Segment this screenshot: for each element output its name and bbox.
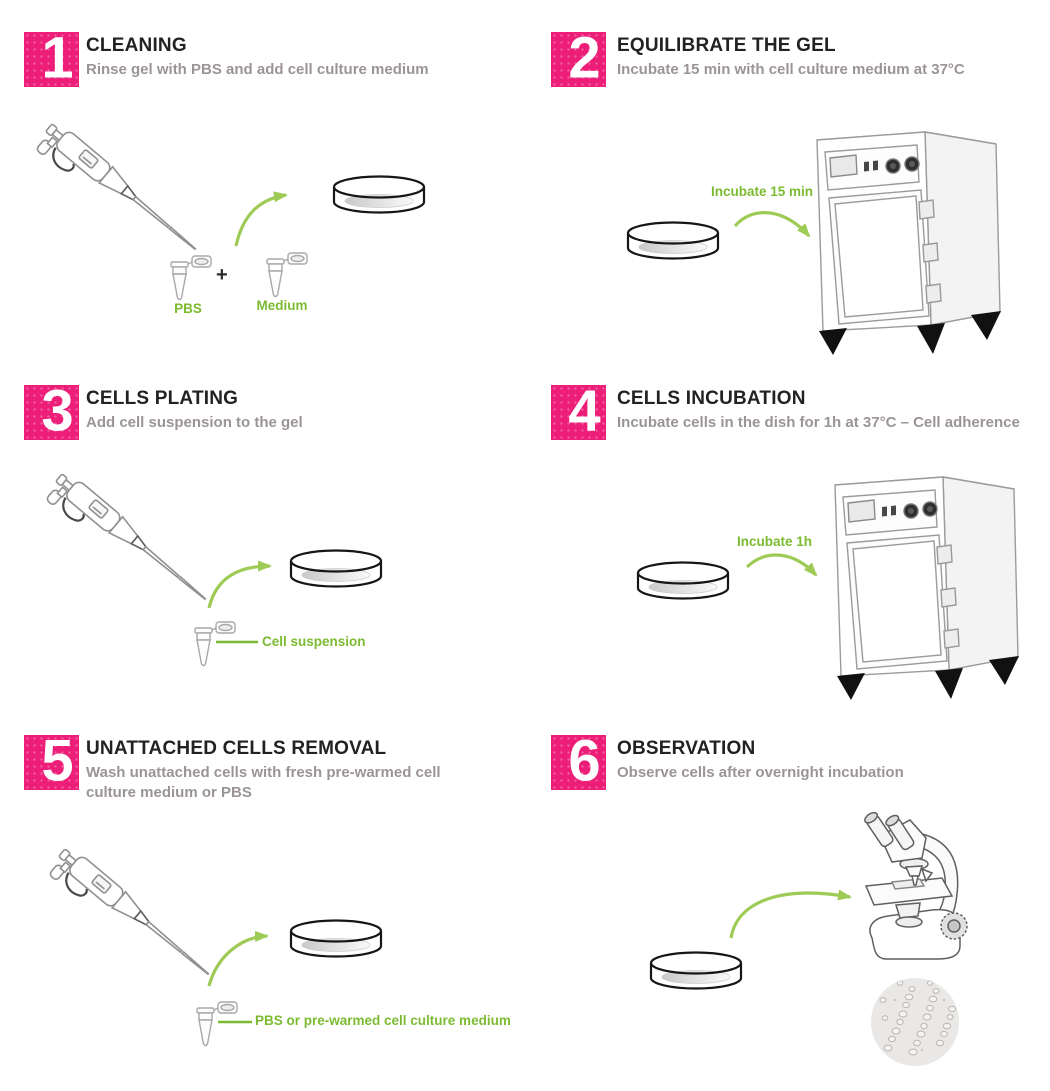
tube-label-wash: PBS or pre-warmed cell culture medium: [255, 1013, 511, 1028]
petri-dish-icon: [289, 919, 383, 958]
arrow-label-incubate-15: Incubate 15 min: [711, 184, 814, 199]
step-5-title: UNATTACHED CELLS REMOVAL: [86, 738, 387, 759]
step-3-number-badge: 3: [24, 377, 79, 443]
step-1-illustration: [20, 110, 426, 307]
step-2-subtitle: Incubate 15 min with cell culture medium…: [617, 61, 965, 78]
step-3-illustration: [29, 450, 383, 673]
petri-dish-icon: [289, 549, 383, 588]
step-5-illustration: [32, 820, 383, 1053]
cell-culture-photo: [871, 978, 959, 1066]
step-2-number-badge: 2: [551, 24, 606, 90]
step-number: 6: [568, 727, 601, 793]
step-5-subtitle: Wash unattached cells with fresh pre-war…: [86, 764, 441, 801]
step-6-title: OBSERVATION: [617, 738, 756, 759]
pipette-icon: [29, 450, 256, 645]
step-6-number-badge: 6: [551, 727, 606, 793]
step-6-illustration: [649, 804, 970, 1066]
microtube-icon: [186, 616, 238, 673]
step-number: 1: [41, 24, 74, 90]
step-4-title: CELLS INCUBATION: [617, 388, 806, 409]
step-4-illustration: [636, 476, 1019, 700]
step-6-subtitle: Observe cells after overnight incubation: [617, 764, 904, 781]
petri-dish-icon: [649, 951, 743, 990]
petri-dish-icon: [626, 221, 720, 260]
incubator-icon: [816, 131, 1001, 355]
pipette-icon: [32, 820, 259, 1020]
microtube-icon: [188, 996, 240, 1053]
arrow-label-incubate-1h: Incubate 1h: [737, 534, 813, 549]
curved-arrow: [745, 553, 818, 577]
step-3-title: CELLS PLATING: [86, 388, 239, 409]
tube-label-cell-suspension: Cell suspension: [262, 634, 366, 649]
step-4-subtitle: Incubate cells in the dish for 1h at 37°…: [617, 414, 1020, 431]
step-1-number-badge: 1: [24, 24, 79, 90]
incubator-icon: [834, 476, 1019, 700]
pipette-icon: [20, 110, 246, 295]
petri-dish-icon: [332, 175, 426, 214]
step-1-title: CLEANING: [86, 35, 187, 56]
microscope-icon: [860, 804, 970, 964]
step-4-number-badge: 4: [551, 377, 606, 443]
petri-dish-icon: [636, 561, 730, 600]
step-number: 4: [568, 377, 601, 443]
curved-arrow: [234, 191, 288, 247]
step-number: 2: [568, 24, 601, 90]
step-number: 5: [41, 727, 74, 793]
step-2-illustration: [626, 131, 1001, 355]
curved-arrow: [729, 889, 852, 939]
plus-sign: +: [216, 264, 228, 286]
step-5-number-badge: 5: [24, 727, 79, 793]
step-3-subtitle: Add cell suspension to the gel: [86, 414, 303, 431]
step-1-subtitle: Rinse gel with PBS and add cell culture …: [86, 61, 429, 78]
curved-arrow: [733, 211, 811, 238]
step-2-title: EQUILIBRATE THE GEL: [617, 35, 836, 56]
curved-arrow: [207, 930, 269, 987]
microtube-medium-icon: [258, 247, 310, 304]
step-number: 3: [41, 377, 74, 443]
microtube-pbs-icon: [162, 250, 214, 307]
tube-label-medium: Medium: [256, 298, 308, 313]
curved-arrow: [207, 560, 272, 609]
tube-label-pbs: PBS: [174, 301, 202, 316]
